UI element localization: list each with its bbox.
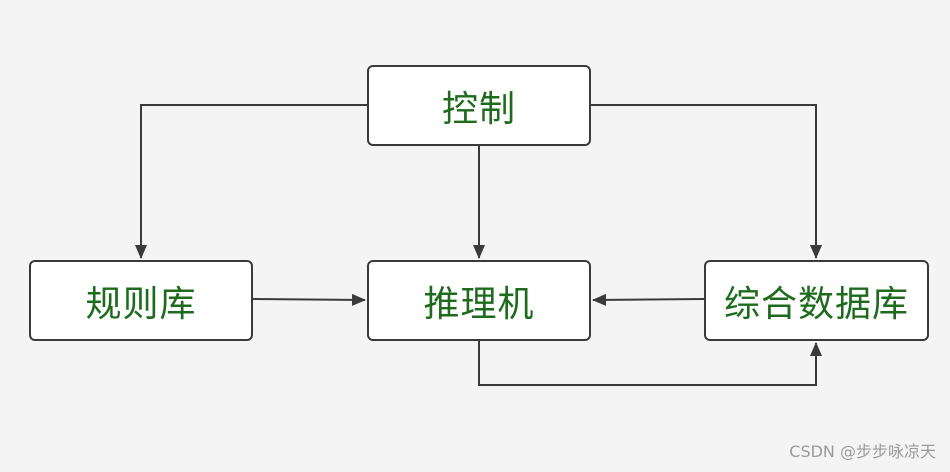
node-control: 控制 (367, 65, 591, 146)
edge-database-to-inference-engine (592, 293, 705, 306)
node-rule-base-label: 规则库 (85, 283, 197, 325)
edge-inference-engine-to-database (478, 341, 822, 386)
node-comprehensive-database-label: 综合数据库 (723, 283, 909, 325)
edge-control-to-rule-base (135, 104, 367, 259)
node-control-label: 控制 (441, 88, 516, 130)
watermark: CSDN @步步咏凉天 (789, 442, 936, 461)
edge-rule-base-to-inference-engine (252, 293, 366, 306)
node-inference-engine-label: 推理机 (423, 283, 535, 325)
edge-control-to-database (591, 104, 822, 259)
node-inference-engine: 推理机 (367, 260, 591, 341)
node-comprehensive-database: 综合数据库 (704, 260, 929, 341)
node-rule-base: 规则库 (29, 260, 253, 341)
